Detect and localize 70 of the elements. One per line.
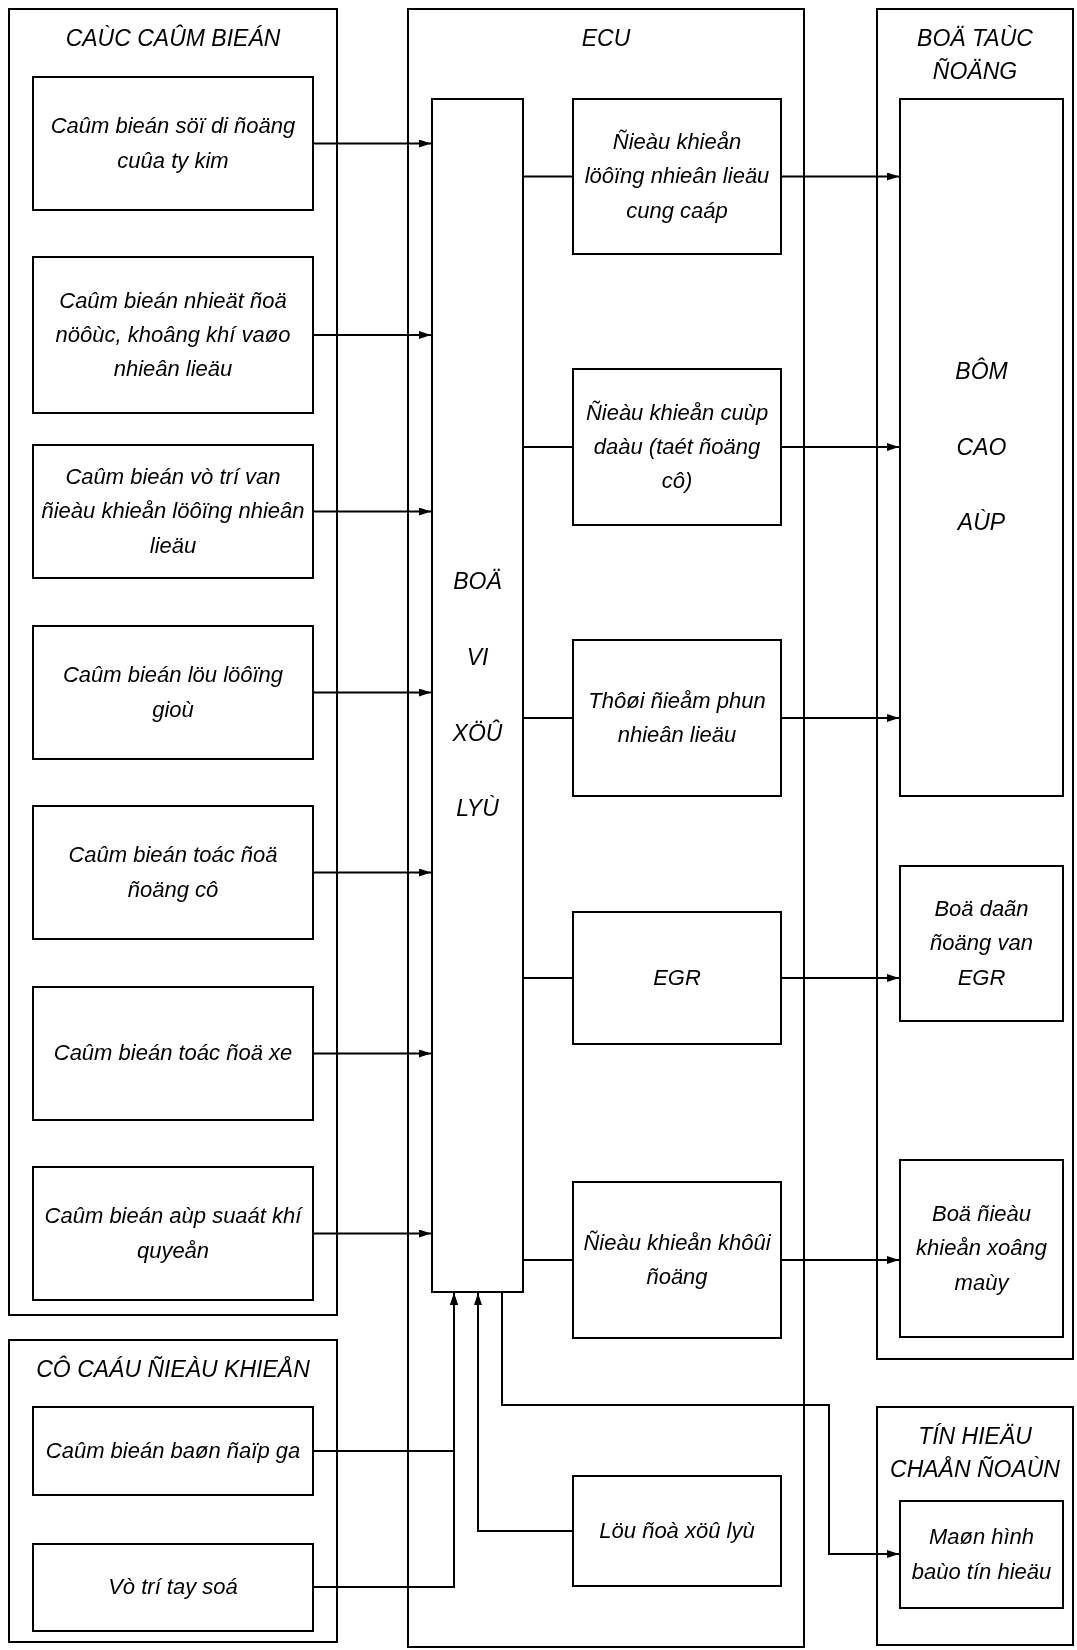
connector-line (523, 717, 573, 719)
connector-line (523, 175, 573, 178)
group-title: CAÙC CAÛM BIEÁN (64, 23, 282, 53)
group-panel (407, 8, 805, 1648)
process-box (572, 911, 782, 1045)
process-box (899, 1500, 1064, 1609)
node-label: Boä ñieàu khieån xoâng maùy (915, 1200, 1048, 1297)
group-title: CÔ CAÁU ÑIEÀU KHIEÅN (35, 1354, 311, 1384)
node-label: Caûm bieán toác ñoä ñoäng cô (67, 841, 279, 904)
connector-line (523, 446, 573, 448)
arrow (781, 1256, 900, 1264)
process-box (32, 444, 314, 579)
process-box (431, 98, 524, 1293)
node-label: Caûm bieán aùp suaát khí quyeån (43, 1202, 304, 1265)
process-box (32, 805, 314, 940)
group-panel (876, 1406, 1074, 1646)
arrow (781, 172, 900, 181)
node-label: Caûm bieán baøn ñaïp ga (44, 1436, 302, 1465)
process-box (32, 1543, 314, 1632)
process-box (32, 1406, 314, 1496)
process-box (899, 865, 1064, 1022)
group-panel (8, 1339, 338, 1643)
node-label: Caûm bieán toác ñoä xe (52, 1039, 294, 1068)
arrow (313, 331, 432, 339)
node-label: Vò trí tay soá (107, 1573, 239, 1602)
node-label: Caûm bieán söï di ñoäng cuûa ty kim (49, 112, 297, 175)
node-label: Caûm bieán löu löôïng gioù (61, 661, 285, 724)
node-label: Löu ñoà xöû lyù (598, 1516, 756, 1545)
process-box (32, 625, 314, 760)
group-title: ECU (580, 24, 632, 53)
arrow (474, 1292, 573, 1532)
group-title: TÍN HIEÄU CHAÅN ÑOAÙN (889, 1422, 1061, 1485)
process-box (32, 986, 314, 1121)
process-box (32, 76, 314, 211)
group-title: BOÄ TAÙC ÑOÄNG (916, 24, 1034, 87)
node-label: BOÄ VI XÖÛ LYÙ (451, 566, 504, 824)
arrow (313, 688, 432, 697)
process-box (899, 98, 1064, 797)
connector-line (523, 1259, 573, 1261)
process-box (572, 639, 782, 797)
node-label: Caûm bieán vò trí van ñieàu khieån löôïng nhieân lieäu (40, 463, 306, 560)
connector-line (523, 977, 573, 979)
arrow (313, 868, 432, 877)
arrow (501, 1292, 900, 1558)
process-box (899, 1159, 1064, 1338)
node-label: Thôøi ñieåm phun nhieân lieäu (587, 686, 767, 749)
group-panel (876, 8, 1074, 1360)
node-label: Ñieàu khieån löôïng nhieân lieäu cung caáp (583, 128, 771, 225)
arrow (313, 507, 432, 516)
process-box (572, 1181, 782, 1339)
process-box (32, 256, 314, 414)
process-box (572, 368, 782, 526)
group-panel (8, 8, 338, 1316)
arrow (781, 443, 900, 451)
arrow (313, 1229, 432, 1238)
arrow (781, 714, 900, 722)
node-label: Maøn hình baùo tín hieäu (910, 1523, 1053, 1586)
node-label: Boä daãn ñoäng van EGR (929, 895, 1034, 992)
arrow (313, 1292, 458, 1588)
process-box (572, 1475, 782, 1587)
process-box (32, 1166, 314, 1301)
arrow (313, 1049, 432, 1058)
node-label: EGR (652, 963, 702, 992)
node-label: BÔM CAO AÙP (954, 356, 1009, 538)
node-label: Ñieàu khieån khôûi ñoäng (582, 1228, 772, 1291)
node-label: Caûm bieán nhieät ñoä nöôùc, khoâng khí vaøo nhieân lieäu (54, 286, 292, 384)
arrow (781, 974, 900, 982)
arrow (313, 139, 432, 148)
process-box (572, 98, 782, 255)
node-label: Ñieàu khieån cuùp daàu (taét ñoäng cô) (584, 398, 770, 496)
